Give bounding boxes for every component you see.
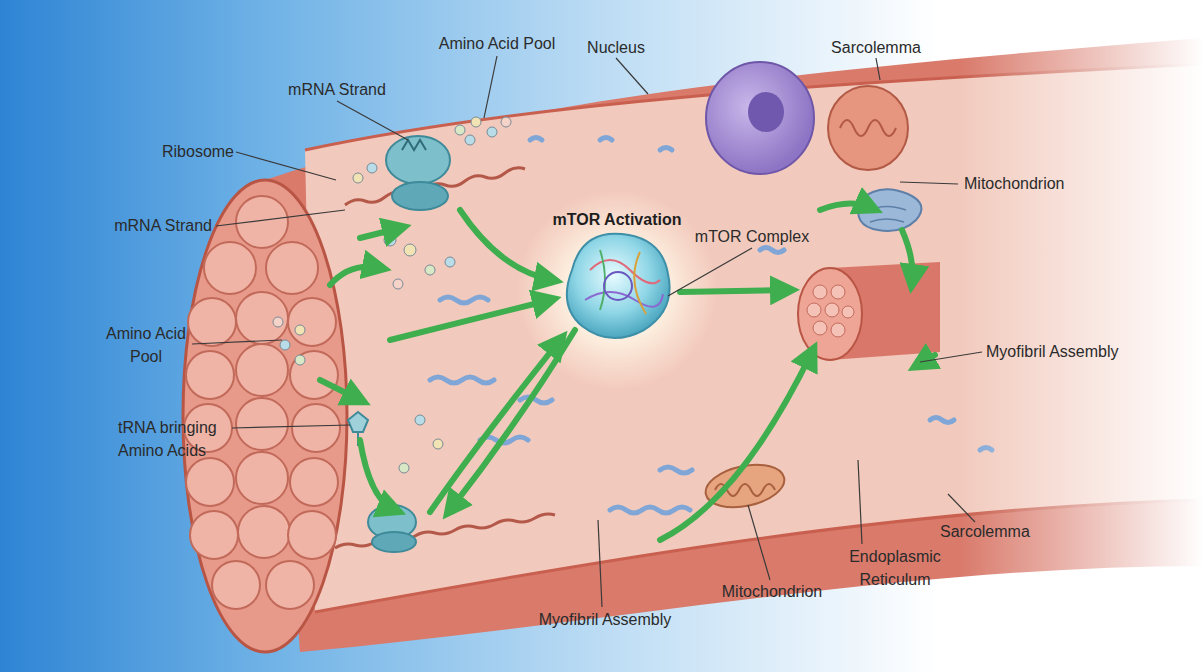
- endoplasmic-reticulum: [858, 189, 921, 231]
- fibril-bundles: [184, 196, 340, 609]
- ribosome: [368, 505, 416, 552]
- callout-label: Sarcolemma: [830, 36, 922, 59]
- amino-acids: [273, 117, 511, 473]
- callout-label: Myofibril Assembly: [524, 608, 686, 631]
- callout-label: Mitochondrion: [706, 580, 838, 603]
- mtor-complex: [567, 234, 670, 338]
- ribosome: [386, 136, 450, 210]
- nucleolus: [748, 92, 784, 132]
- callout-label: mTOR Complex: [686, 225, 818, 248]
- callout-label: tRNA bringing Amino Acids: [118, 416, 238, 462]
- callout-label: Myofibril Assembly: [986, 340, 1158, 363]
- process-title: mTOR Activation: [530, 208, 704, 231]
- mitochondrion: [828, 86, 908, 170]
- protein-chains: [430, 138, 992, 514]
- leader-lines: [192, 56, 982, 607]
- callout-label: Mitochondrion: [964, 172, 1094, 195]
- callout-label: Amino Acid Pool: [96, 322, 196, 368]
- myofibril: [798, 262, 940, 360]
- cross-section: [183, 180, 347, 652]
- callout-label: mRNA Strand: [282, 78, 392, 101]
- mtor-structure: [585, 250, 663, 314]
- fade-overlay: [960, 0, 1204, 672]
- callout-label: Amino Acid Pool: [432, 32, 562, 55]
- callout-label: Nucleus: [586, 36, 646, 59]
- callout-label: Sarcolemma: [940, 520, 1050, 543]
- callout-label: Endoplasmic Reticulum: [832, 545, 958, 591]
- callout-label: Ribosome: [130, 140, 234, 163]
- process-arrows: [320, 203, 935, 540]
- nucleus: [706, 62, 814, 174]
- callout-label: mRNA Strand: [96, 214, 212, 237]
